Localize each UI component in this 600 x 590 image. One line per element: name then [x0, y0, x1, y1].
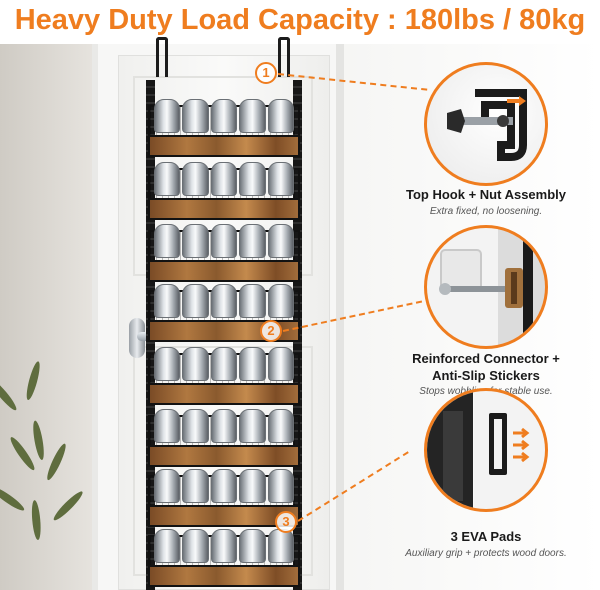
- callout-2-marker: 2: [260, 320, 282, 342]
- plant: [0, 330, 86, 550]
- shelf: [148, 469, 300, 527]
- callout-2-title-line1: Reinforced Connector +: [412, 351, 560, 366]
- shelf: [148, 99, 300, 157]
- connector-detail-image: [424, 225, 548, 349]
- callout-3-subtitle: Auxiliary grip + protects wood doors.: [405, 548, 567, 559]
- callout-2-title: Reinforced Connector + Anti-Slip Sticker…: [386, 350, 586, 384]
- headline: Heavy Duty Load Capacity : 180lbs / 80kg: [0, 0, 600, 44]
- eva-pad-detail-image: [424, 388, 548, 512]
- callout-1-subtitle: Extra fixed, no loosening.: [429, 206, 543, 217]
- callout-1-marker: 1: [255, 62, 277, 84]
- shelf: [148, 409, 300, 467]
- shelf: [148, 347, 300, 405]
- callout-3-title: 3 EVA Pads: [450, 529, 522, 544]
- callout-2-title-line2: Anti-Slip Stickers: [432, 368, 540, 383]
- shelf: [148, 162, 300, 220]
- callout-1-title: Top Hook + Nut Assembly: [406, 187, 566, 202]
- shelf: [148, 224, 300, 282]
- door-rack: [146, 37, 302, 590]
- hook-nut-detail-image: [424, 62, 548, 186]
- callout-3-marker: 3: [275, 511, 297, 533]
- shelf: [148, 529, 300, 587]
